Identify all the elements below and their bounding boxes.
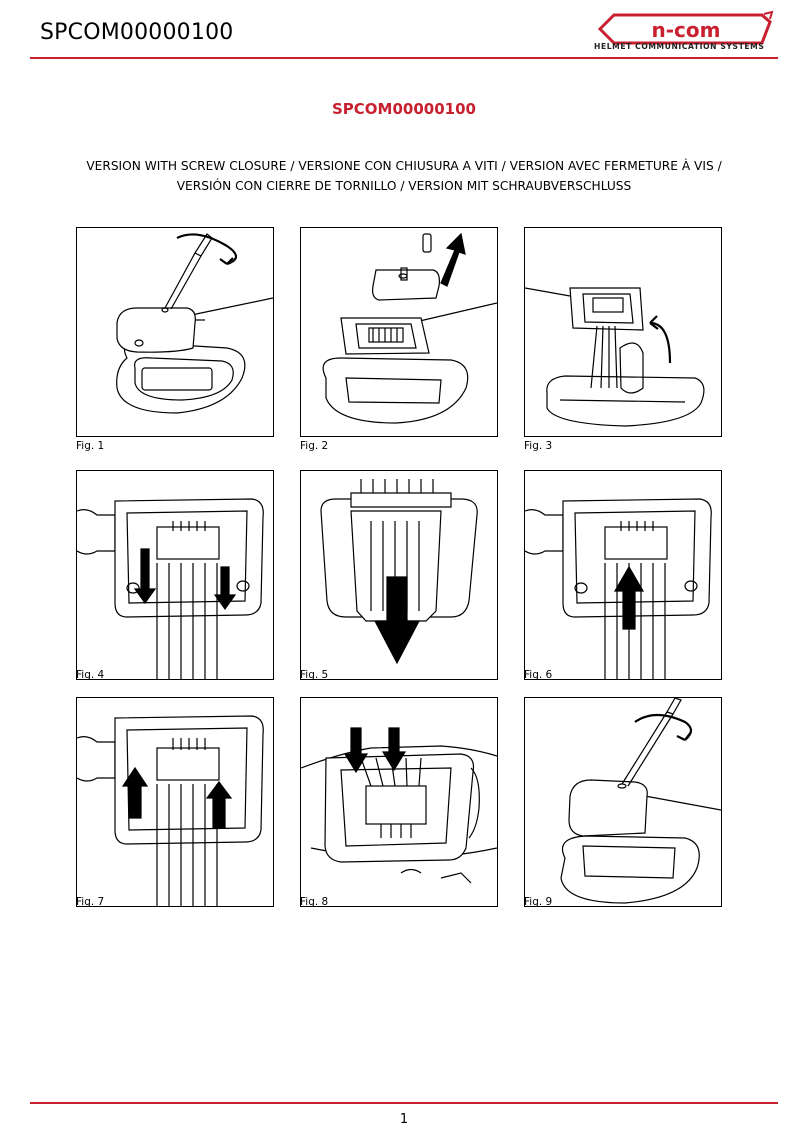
figure-3-caption: Fig. 3 bbox=[524, 440, 553, 452]
header-divider bbox=[30, 57, 778, 59]
figure-9-caption: Fig. 9 bbox=[524, 896, 553, 908]
page-number: 1 bbox=[399, 1112, 409, 1127]
figure-2-caption: Fig. 2 bbox=[300, 440, 329, 452]
fig9-illustration bbox=[560, 698, 721, 904]
fig6-illustration bbox=[525, 498, 712, 679]
figure-5 bbox=[300, 470, 498, 680]
subtitle-line-2: VERSIÓN CON CIERRE DE TORNILLO / VERSION… bbox=[176, 179, 632, 193]
figure-3 bbox=[524, 227, 722, 437]
figure-6 bbox=[524, 470, 722, 680]
document-title: SPCOM00000100 bbox=[332, 100, 476, 118]
figure-2 bbox=[300, 227, 498, 437]
header-document-code: SPCOM00000100 bbox=[40, 20, 234, 45]
logo-tagline: HELMET COMMUNICATION SYSTEMS bbox=[594, 42, 765, 51]
figure-9 bbox=[524, 697, 722, 907]
fig5-illustration bbox=[320, 479, 478, 665]
logo-wordmark: n-com bbox=[652, 18, 721, 42]
fig8-illustration bbox=[301, 727, 497, 884]
figure-4 bbox=[76, 470, 274, 680]
figure-8-caption: Fig. 8 bbox=[300, 896, 329, 908]
figure-4-caption: Fig. 4 bbox=[76, 669, 105, 681]
fig7-illustration bbox=[77, 715, 264, 906]
figure-6-caption: Fig. 6 bbox=[524, 669, 553, 681]
fig1-illustration bbox=[116, 233, 273, 414]
subtitle-line-1: VERSION WITH SCREW CLOSURE / VERSIONE CO… bbox=[86, 159, 722, 173]
figure-7-caption: Fig. 7 bbox=[76, 896, 105, 908]
figure-8 bbox=[300, 697, 498, 907]
document-subtitle: VERSION WITH SCREW CLOSURE / VERSIONE CO… bbox=[60, 156, 748, 196]
ncom-logo: n-com bbox=[597, 10, 774, 45]
fig4-illustration bbox=[77, 498, 264, 679]
fig2-illustration bbox=[322, 232, 497, 424]
figure-5-caption: Fig. 5 bbox=[300, 669, 329, 681]
footer-divider bbox=[30, 1102, 778, 1104]
fig3-illustration bbox=[525, 287, 705, 427]
figure-1 bbox=[76, 227, 274, 437]
figure-7 bbox=[76, 697, 274, 907]
figure-1-caption: Fig. 1 bbox=[76, 440, 105, 452]
